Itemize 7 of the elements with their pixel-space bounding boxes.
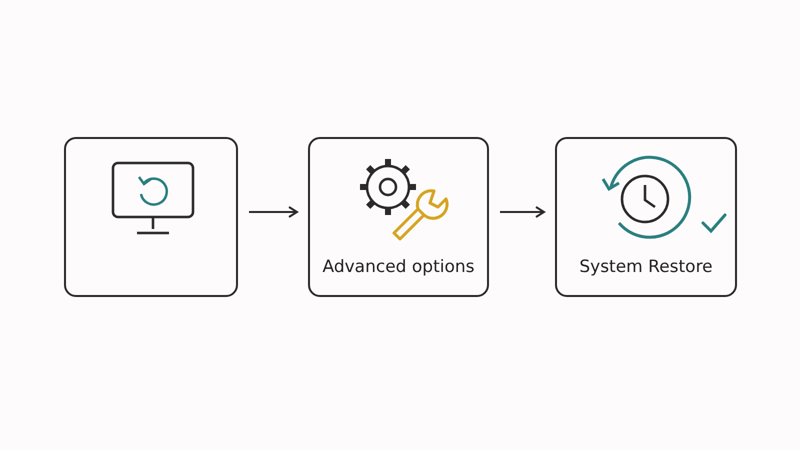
step-label: Advanced options xyxy=(322,257,476,277)
process-box xyxy=(308,137,489,297)
arrow xyxy=(249,206,298,218)
arrow xyxy=(500,206,545,218)
step-label: System Restore xyxy=(578,257,714,277)
process-box xyxy=(64,137,238,297)
process-box xyxy=(555,137,737,297)
